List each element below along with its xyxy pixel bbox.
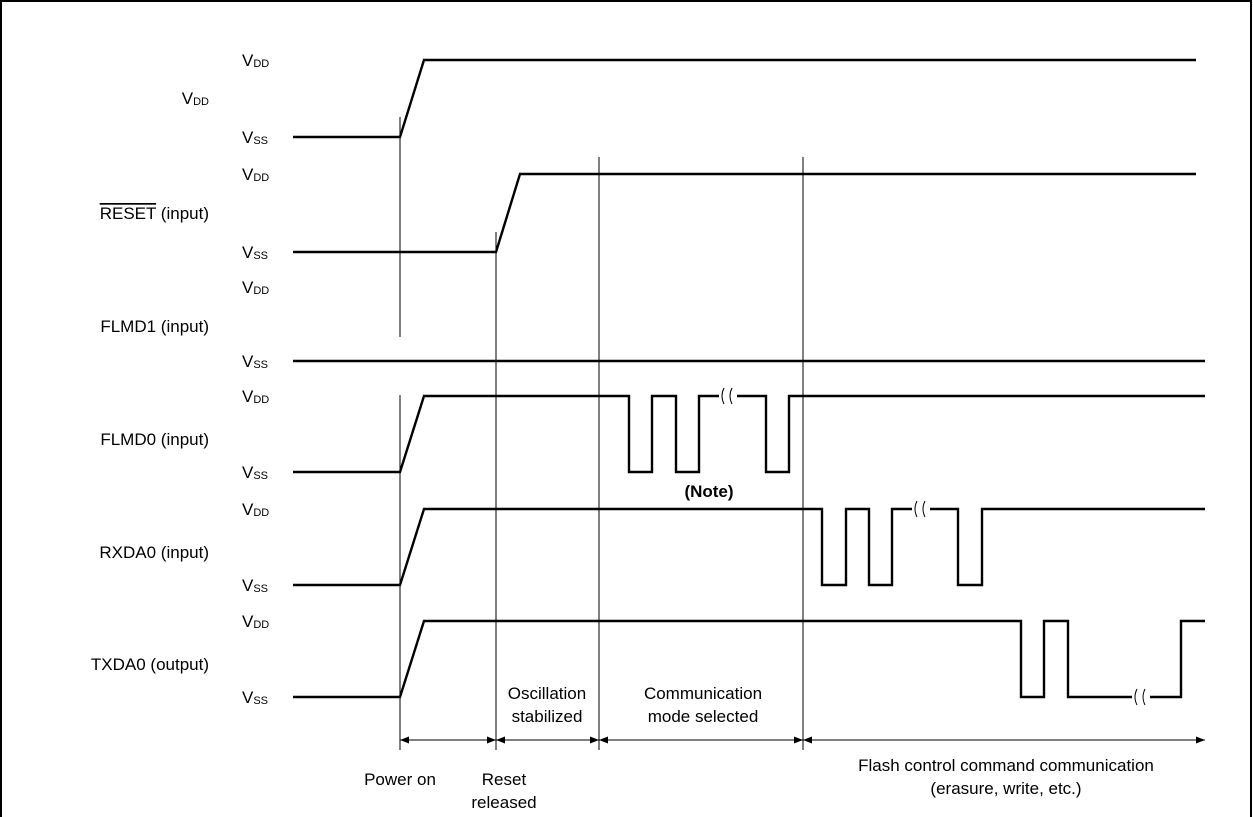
signal-label-txda0: TXDA0 (output) (91, 655, 209, 674)
vss-level-label: VSS (242, 463, 268, 482)
signal-labels: VDD RESET (input) FLMD1 (input) FLMD0 (i… (91, 89, 209, 674)
vss-level-label: VSS (242, 352, 268, 371)
break-symbol-flmd0 (719, 386, 737, 406)
txda0-waveform (293, 619, 1205, 699)
vdd-level-label: VDD (242, 278, 269, 297)
signal-label-flmd1: FLMD1 (input) (100, 317, 209, 336)
phase-label-reset-released: Reset (482, 770, 527, 789)
signal-label-vdd: VDD (182, 89, 209, 108)
break-symbol-txda0 (1132, 687, 1150, 707)
vss-level-label: VSS (242, 128, 268, 147)
reset-waveform (293, 172, 1196, 254)
phase-label-osc-stabilized: stabilized (512, 707, 583, 726)
phase-label-osc-stabilized: Oscillation (508, 684, 586, 703)
phase-label-power-on: Power on (364, 770, 436, 789)
phase-arrows (400, 736, 1205, 744)
flmd0-waveform (293, 394, 1205, 474)
phase-label-reset-released: released (471, 793, 536, 812)
phase-label-flash-command: Flash control command communication (858, 756, 1154, 775)
vdd-level-label: VDD (242, 500, 269, 519)
phase-label-comm-mode: Communication (644, 684, 762, 703)
phase-label-comm-mode: mode selected (648, 707, 759, 726)
signal-label-rxda0: RXDA0 (input) (99, 543, 209, 562)
vdd-level-label: VDD (242, 51, 269, 70)
vdd-level-label: VDD (242, 165, 269, 184)
signal-label-flmd0: FLMD0 (input) (100, 430, 209, 449)
level-labels: VDD VSS VDD VSS VDD VSS VDD VSS VDD VSS … (242, 51, 269, 707)
note-label: (Note) (684, 482, 733, 501)
vdd-level-label: VDD (242, 387, 269, 406)
vss-level-label: VSS (242, 688, 268, 707)
vdd-waveform (293, 58, 1196, 139)
break-symbol-rxda0 (912, 499, 930, 519)
reset-overline-text: RESET (100, 204, 156, 223)
phase-label-flash-command: (erasure, write, etc.) (930, 779, 1081, 798)
phase-labels: Power on Reset released Oscillation stab… (364, 684, 1154, 812)
signal-label-reset: RESET (input) (100, 204, 209, 223)
vss-level-label: VSS (242, 243, 268, 262)
vdd-level-label: VDD (242, 612, 269, 631)
vss-level-label: VSS (242, 576, 268, 595)
rxda0-waveform (293, 507, 1205, 587)
